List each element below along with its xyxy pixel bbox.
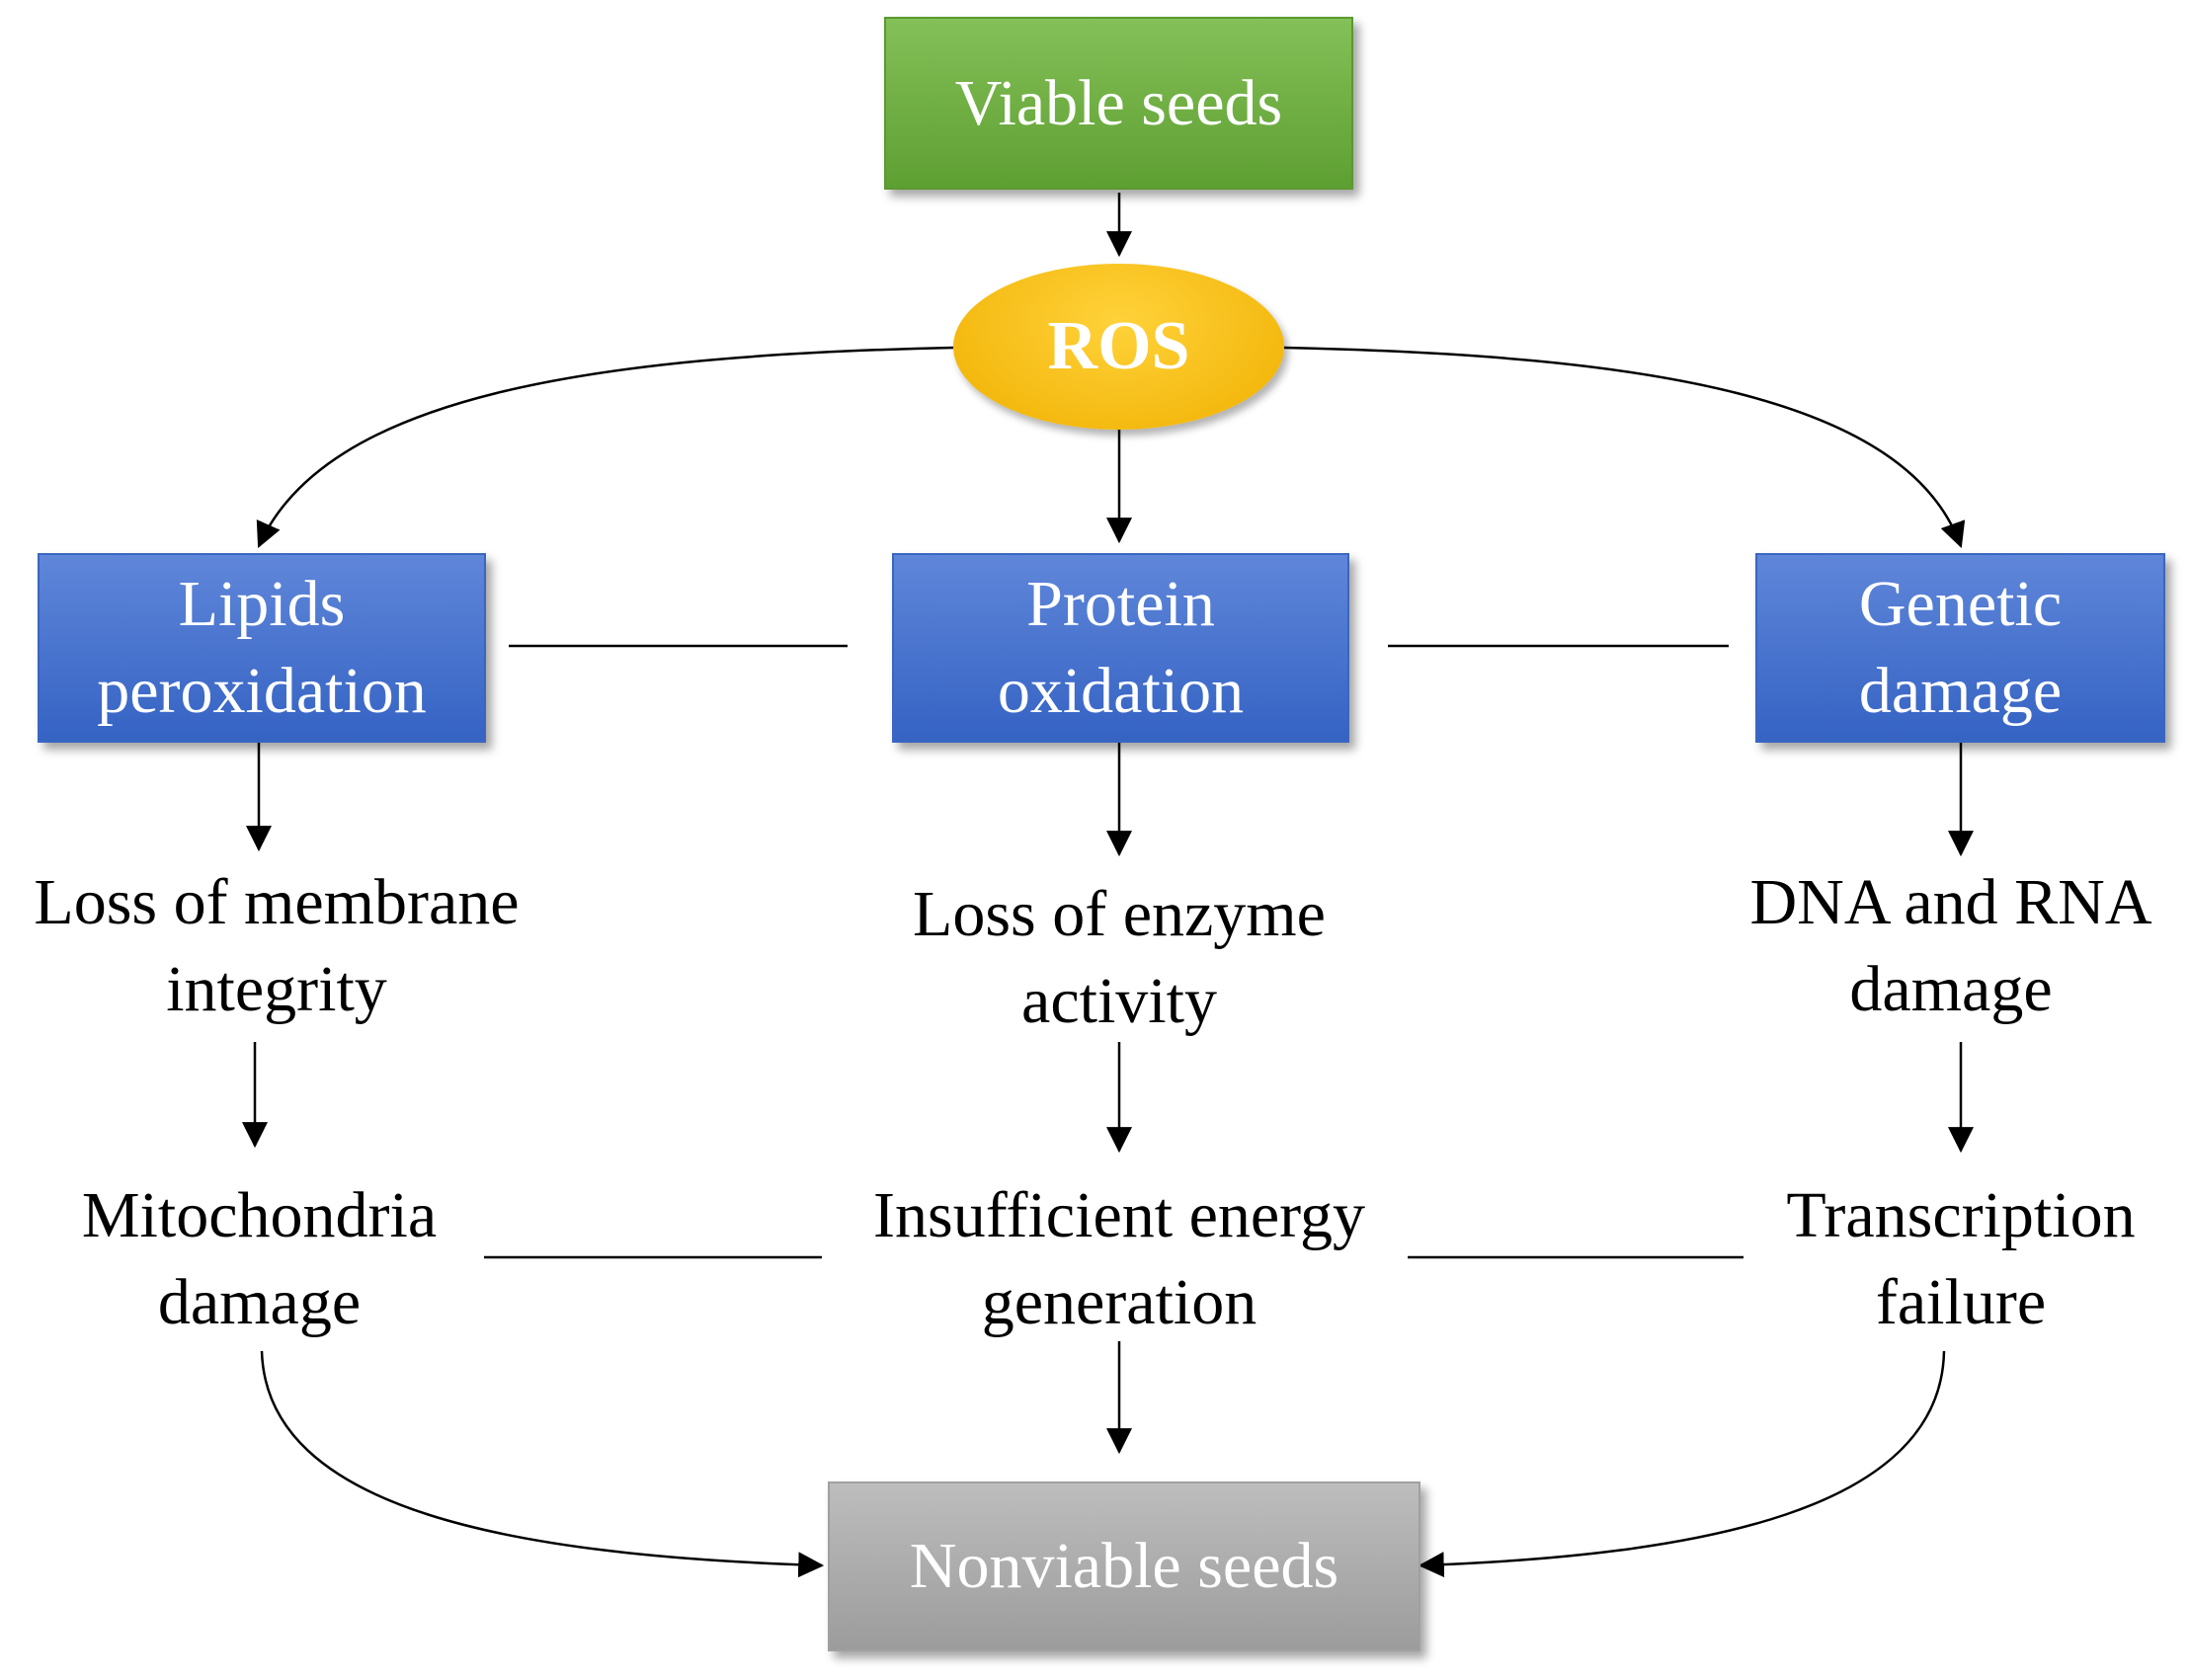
enzyme-line2: activity: [1021, 965, 1217, 1037]
insufficient-energy-text: Insufficient energy generation: [828, 1172, 1411, 1346]
arrow-ros-to-genetic: [1283, 346, 1966, 549]
transcription-line2: failure: [1875, 1266, 2047, 1338]
nonviable-seeds-label: Nonviable seeds: [909, 1530, 1339, 1602]
arrow-transcription-to-nonviable: [1418, 1350, 1946, 1578]
nonviable-seeds-box: Nonviable seeds: [828, 1481, 1420, 1651]
protein-line2: oxidation: [997, 655, 1245, 727]
ros-label: ROS: [1047, 308, 1190, 384]
genetic-line2: damage: [1858, 655, 2063, 727]
dna-rna-damage-text: DNA and RNA damage: [1714, 859, 2188, 1033]
arrow-ros-to-lipids: [256, 346, 954, 548]
arrow-mito-to-nonviable: [260, 1350, 825, 1578]
dna-line2: damage: [1849, 953, 2053, 1025]
viable-seeds-box: Viable seeds: [884, 17, 1353, 190]
enzyme-line1: Loss of enzyme: [913, 878, 1326, 950]
protein-line1: Protein: [1026, 568, 1215, 640]
lipids-line2: peroxidation: [97, 655, 427, 727]
enzyme-activity-text: Loss of enzyme activity: [843, 871, 1396, 1045]
mito-line1: Mitochondria: [81, 1179, 438, 1251]
genetic-line1: Genetic: [1858, 568, 2063, 640]
viable-seeds-label: Viable seeds: [954, 66, 1283, 139]
genetic-damage-box: Genetic damage: [1755, 553, 2165, 743]
membrane-integrity-text: Loss of membrane integrity: [0, 859, 553, 1033]
membrane-line1: Loss of membrane: [34, 866, 520, 938]
energy-line1: Insufficient energy: [873, 1179, 1365, 1251]
dna-line1: DNA and RNA: [1749, 866, 2152, 938]
protein-oxidation-box: Protein oxidation: [892, 553, 1349, 743]
ros-ellipse: ROS: [953, 264, 1284, 430]
lipids-line1: Lipids: [178, 568, 346, 640]
transcription-line1: Transcription: [1786, 1179, 2136, 1251]
membrane-line2: integrity: [166, 953, 387, 1025]
energy-line2: generation: [981, 1266, 1257, 1338]
lipids-peroxidation-box: Lipids peroxidation: [38, 553, 486, 743]
mito-line2: damage: [157, 1266, 362, 1338]
transcription-failure-text: Transcription failure: [1734, 1172, 2188, 1346]
mitochondria-damage-text: Mitochondria damage: [0, 1172, 519, 1346]
